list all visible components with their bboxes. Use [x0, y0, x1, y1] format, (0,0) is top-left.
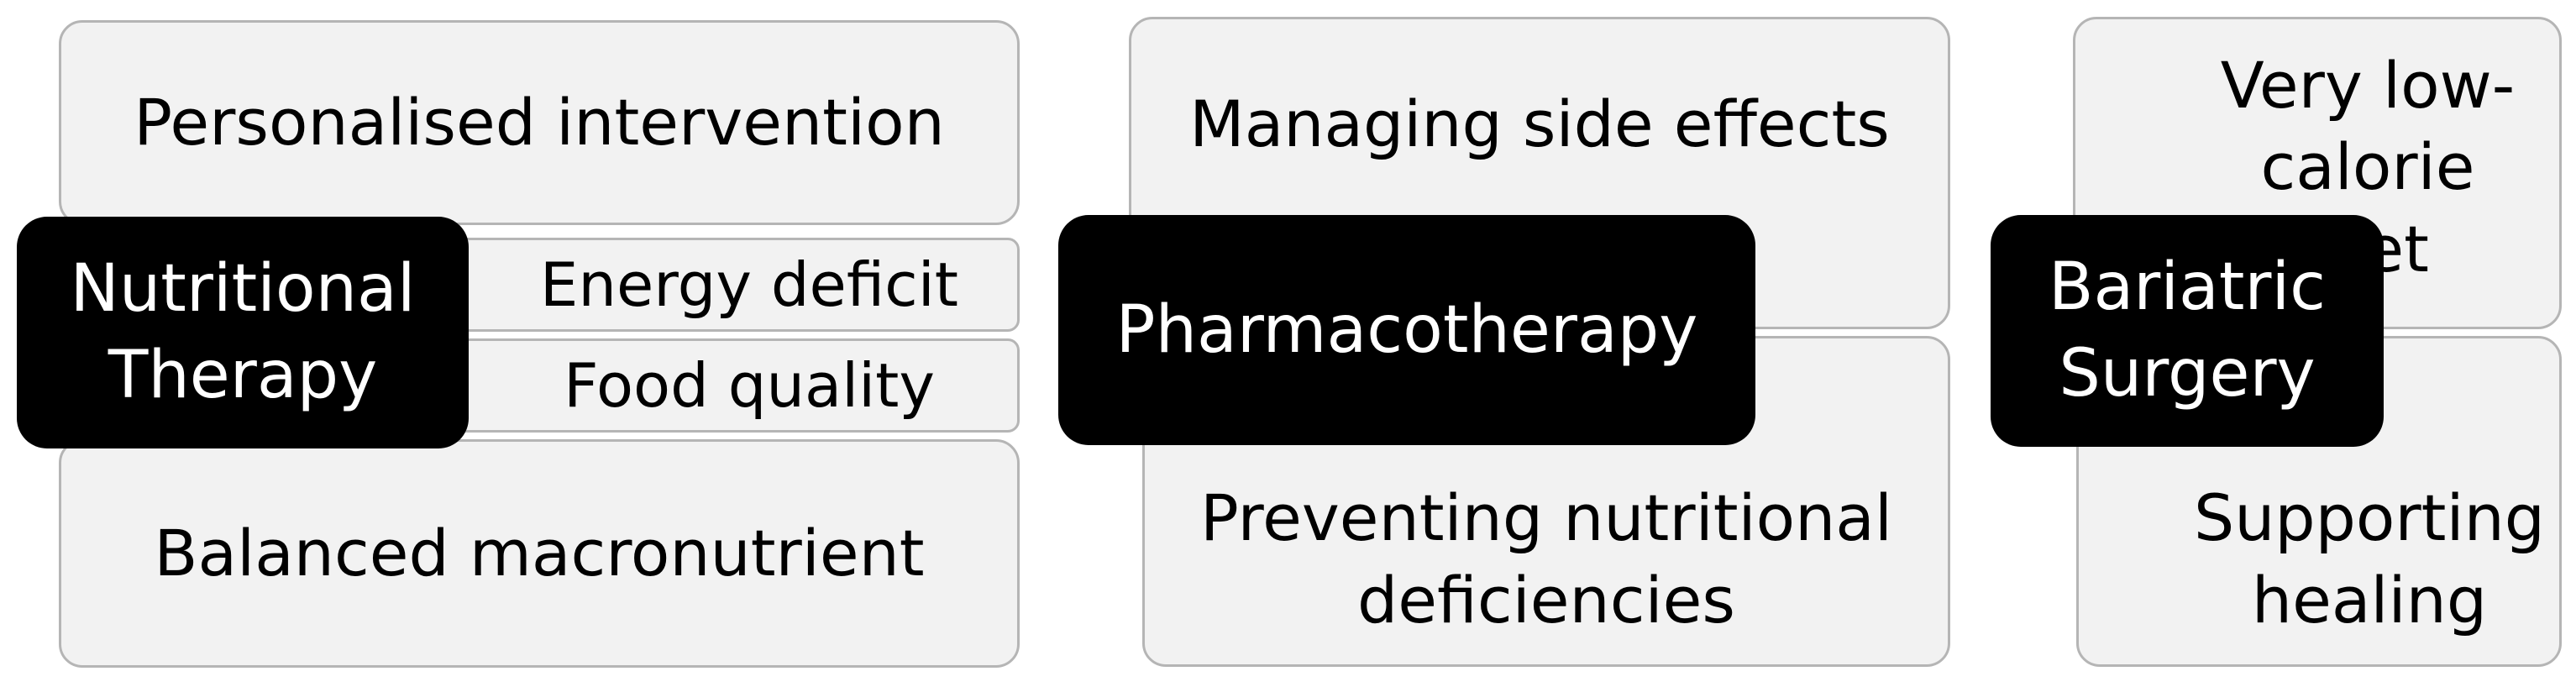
energy-deficit-box: Energy deficit	[420, 238, 1020, 332]
nutritional-therapy-hub: Nutritional Therapy	[17, 217, 469, 448]
balanced-macronutrient-label: Balanced macronutrient	[154, 516, 925, 591]
personalised-intervention-label: Personalised intervention	[134, 85, 945, 160]
supporting-healing-label: Supporting healing	[2194, 480, 2545, 637]
personalised-intervention-box: Personalised intervention	[59, 20, 1020, 225]
energy-deficit-label: Energy deficit	[539, 249, 958, 320]
balanced-macronutrient-box: Balanced macronutrient	[59, 439, 1020, 668]
pharmacotherapy-hub: Pharmacotherapy	[1058, 215, 1755, 445]
pharmacotherapy-label: Pharmacotherapy	[1115, 291, 1698, 368]
bariatric-surgery-label: Bariatric Surgery	[2048, 249, 2327, 412]
nutritional-therapy-label: Nutritional Therapy	[70, 251, 416, 413]
managing-side-effects-label: Managing side effects	[1189, 87, 1890, 161]
preventing-nutritional-deficiencies-label: Preventing nutritional deficiencies	[1200, 480, 1892, 637]
bariatric-surgery-hub: Bariatric Surgery	[1991, 215, 2384, 447]
food-quality-box: Food quality	[420, 338, 1020, 433]
food-quality-label: Food quality	[564, 349, 935, 421]
